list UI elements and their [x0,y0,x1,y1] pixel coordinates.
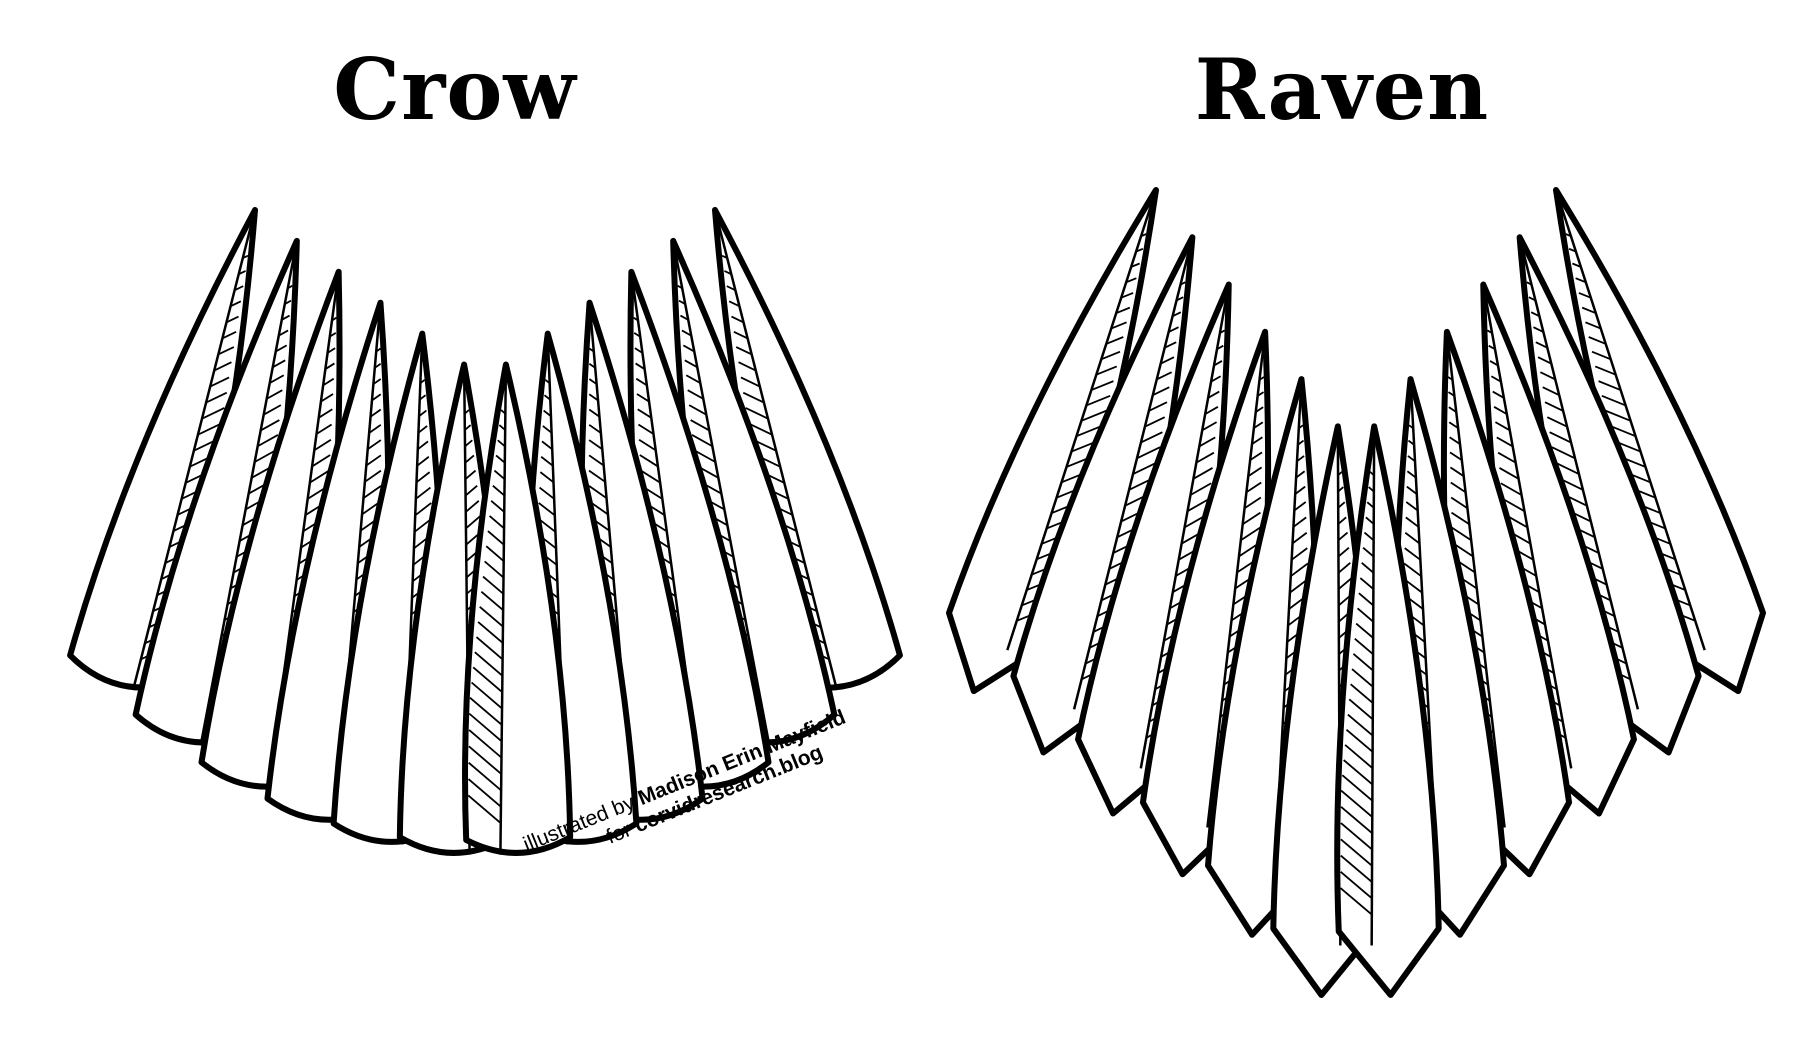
raven-title: Raven [1194,40,1490,139]
crow-feather [462,361,574,856]
raven-feather [1553,187,1766,695]
raven-feather [1334,423,1442,998]
crow-tail-illustration [67,207,903,856]
crow-title: Crow [333,40,577,139]
raven-tail-illustration [946,187,1766,998]
